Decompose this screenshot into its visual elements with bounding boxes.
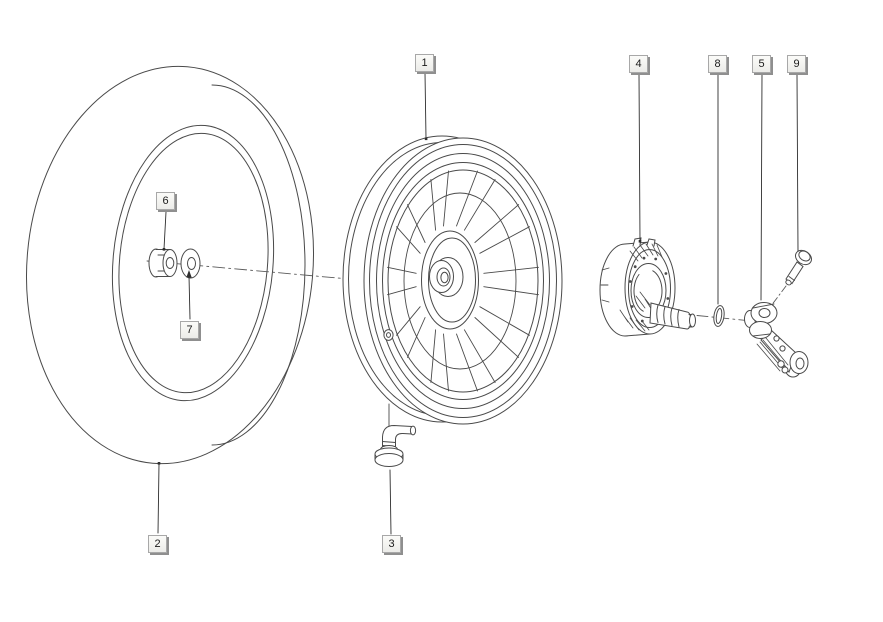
callout-5[interactable]: 5 (752, 55, 771, 73)
callout-6[interactable]: 6 (156, 192, 175, 210)
callout-7[interactable]: 7 (180, 321, 199, 339)
callout-label: 9 (793, 57, 800, 70)
callout-leader-lines (157, 72, 799, 535)
callout-label: 1 (421, 56, 428, 69)
callout-label: 3 (388, 537, 395, 550)
callout-label: 4 (635, 57, 642, 70)
callout-8[interactable]: 8 (708, 55, 727, 73)
brake-arm (744, 302, 809, 378)
callout-4[interactable]: 4 (629, 55, 648, 73)
brake-drum-assembly (599, 237, 696, 337)
callout-3[interactable]: 3 (382, 535, 401, 553)
callout-2[interactable]: 2 (148, 535, 167, 553)
callout-label: 7 (186, 323, 193, 336)
drum-hatching (619, 243, 663, 332)
valve-stem (374, 403, 417, 467)
bolt (785, 249, 812, 286)
callout-label: 6 (162, 194, 169, 207)
callout-label: 5 (758, 57, 765, 70)
callout-9[interactable]: 9 (787, 55, 806, 73)
axle-centerline-right (696, 285, 787, 322)
callout-1[interactable]: 1 (415, 54, 434, 72)
wheel-spokes (387, 170, 539, 392)
oring-washer (713, 305, 725, 327)
assembly-axis-centerline (146, 260, 361, 281)
axle-shaft (649, 302, 696, 330)
callout-label: 8 (714, 57, 721, 70)
alloy-wheel (342, 135, 563, 425)
axle-nut (148, 248, 178, 278)
callout-label: 2 (154, 537, 161, 550)
flat-washer (180, 248, 201, 279)
